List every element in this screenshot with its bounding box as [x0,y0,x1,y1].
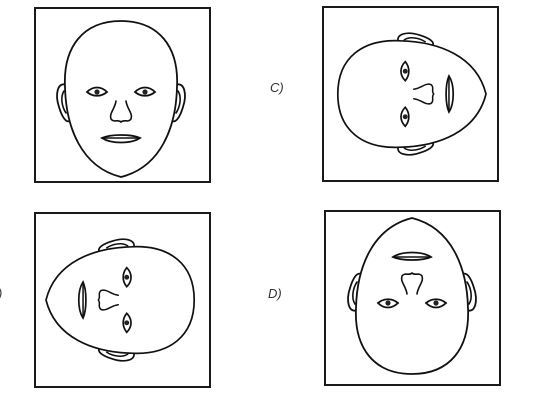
option-label-b-partial: ) [0,286,2,301]
face-rotated-left-drawing [336,32,487,156]
face-rotated-right-drawing [45,238,196,362]
face-panel-rotated-left[interactable] [322,6,499,182]
face-upright-drawing [56,20,186,178]
face-upside-down-drawing [347,217,477,375]
face-panel-rotated-right[interactable] [34,212,211,388]
option-label-c: C) [270,80,284,95]
head-outline [64,20,178,178]
face-panel-upside-down[interactable] [324,210,501,386]
nose [109,100,133,123]
option-label-d: D) [268,286,282,301]
face-panel-upright[interactable] [34,7,211,183]
